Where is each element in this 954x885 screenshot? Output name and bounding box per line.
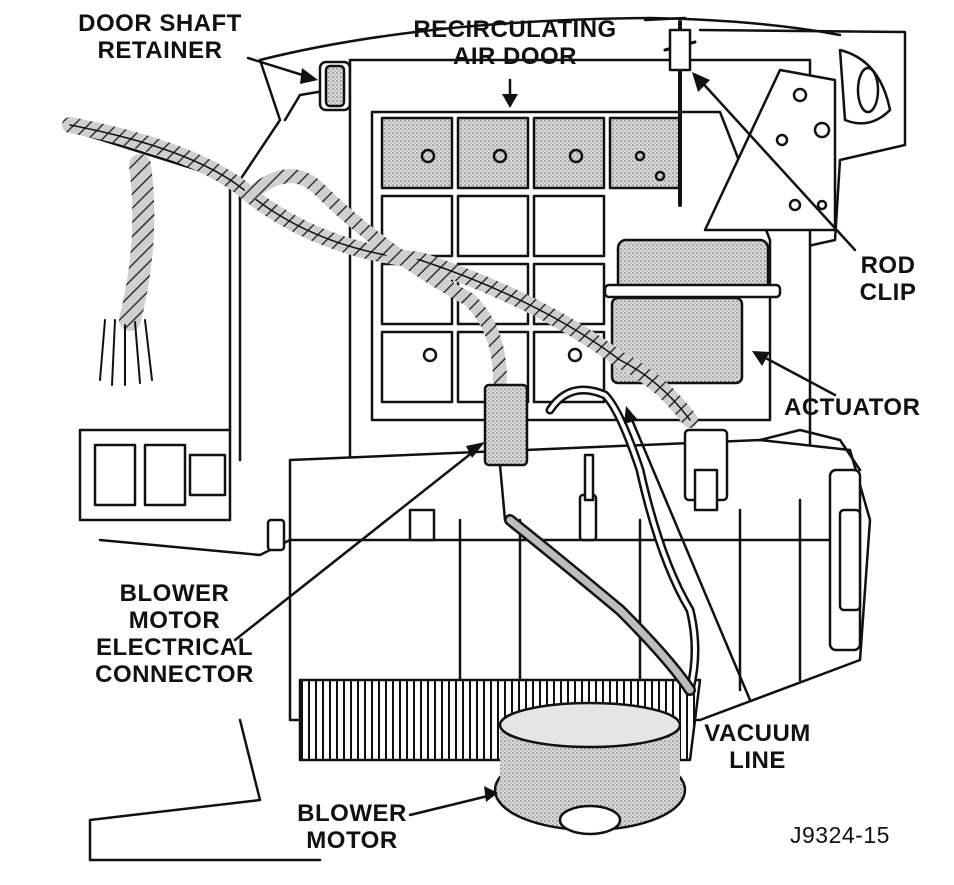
callout-actuator: ACTUATOR	[784, 394, 921, 421]
callout-blower-motor-electrical-connector: BLOWER MOTOR ELECTRICAL CONNECTOR	[95, 580, 254, 688]
housing-left-wall	[238, 58, 282, 462]
leader-blower-motor-connector	[233, 446, 480, 642]
leader-vacuum-line	[628, 413, 752, 702]
housing-right-upper	[698, 28, 907, 252]
figure-id-label: J9324-15	[790, 822, 890, 848]
blower-motor	[493, 701, 687, 836]
rod-clip	[668, 28, 692, 72]
wiring-harness-branch	[243, 169, 507, 387]
callout-blower-motor: BLOWER MOTOR	[297, 800, 407, 854]
mounting-bracket	[703, 68, 837, 232]
leader-rod-clip	[696, 76, 857, 252]
callout-rod-clip: ROD CLIP	[859, 252, 917, 306]
callout-recirculating-air-door: RECIRCULATING AIR DOOR	[413, 16, 617, 70]
callout-vacuum-line: VACUUM LINE	[704, 720, 811, 774]
leader-blower-motor	[408, 793, 494, 817]
housing-top-edge	[258, 16, 842, 62]
vacuum-actuator	[603, 238, 782, 385]
callout-leaders	[233, 16, 857, 817]
leader-actuator	[758, 353, 837, 397]
blower-motor-electrical-connector	[483, 383, 529, 467]
callout-door-shaft-retainer: DOOR SHAFT RETAINER	[78, 10, 242, 64]
